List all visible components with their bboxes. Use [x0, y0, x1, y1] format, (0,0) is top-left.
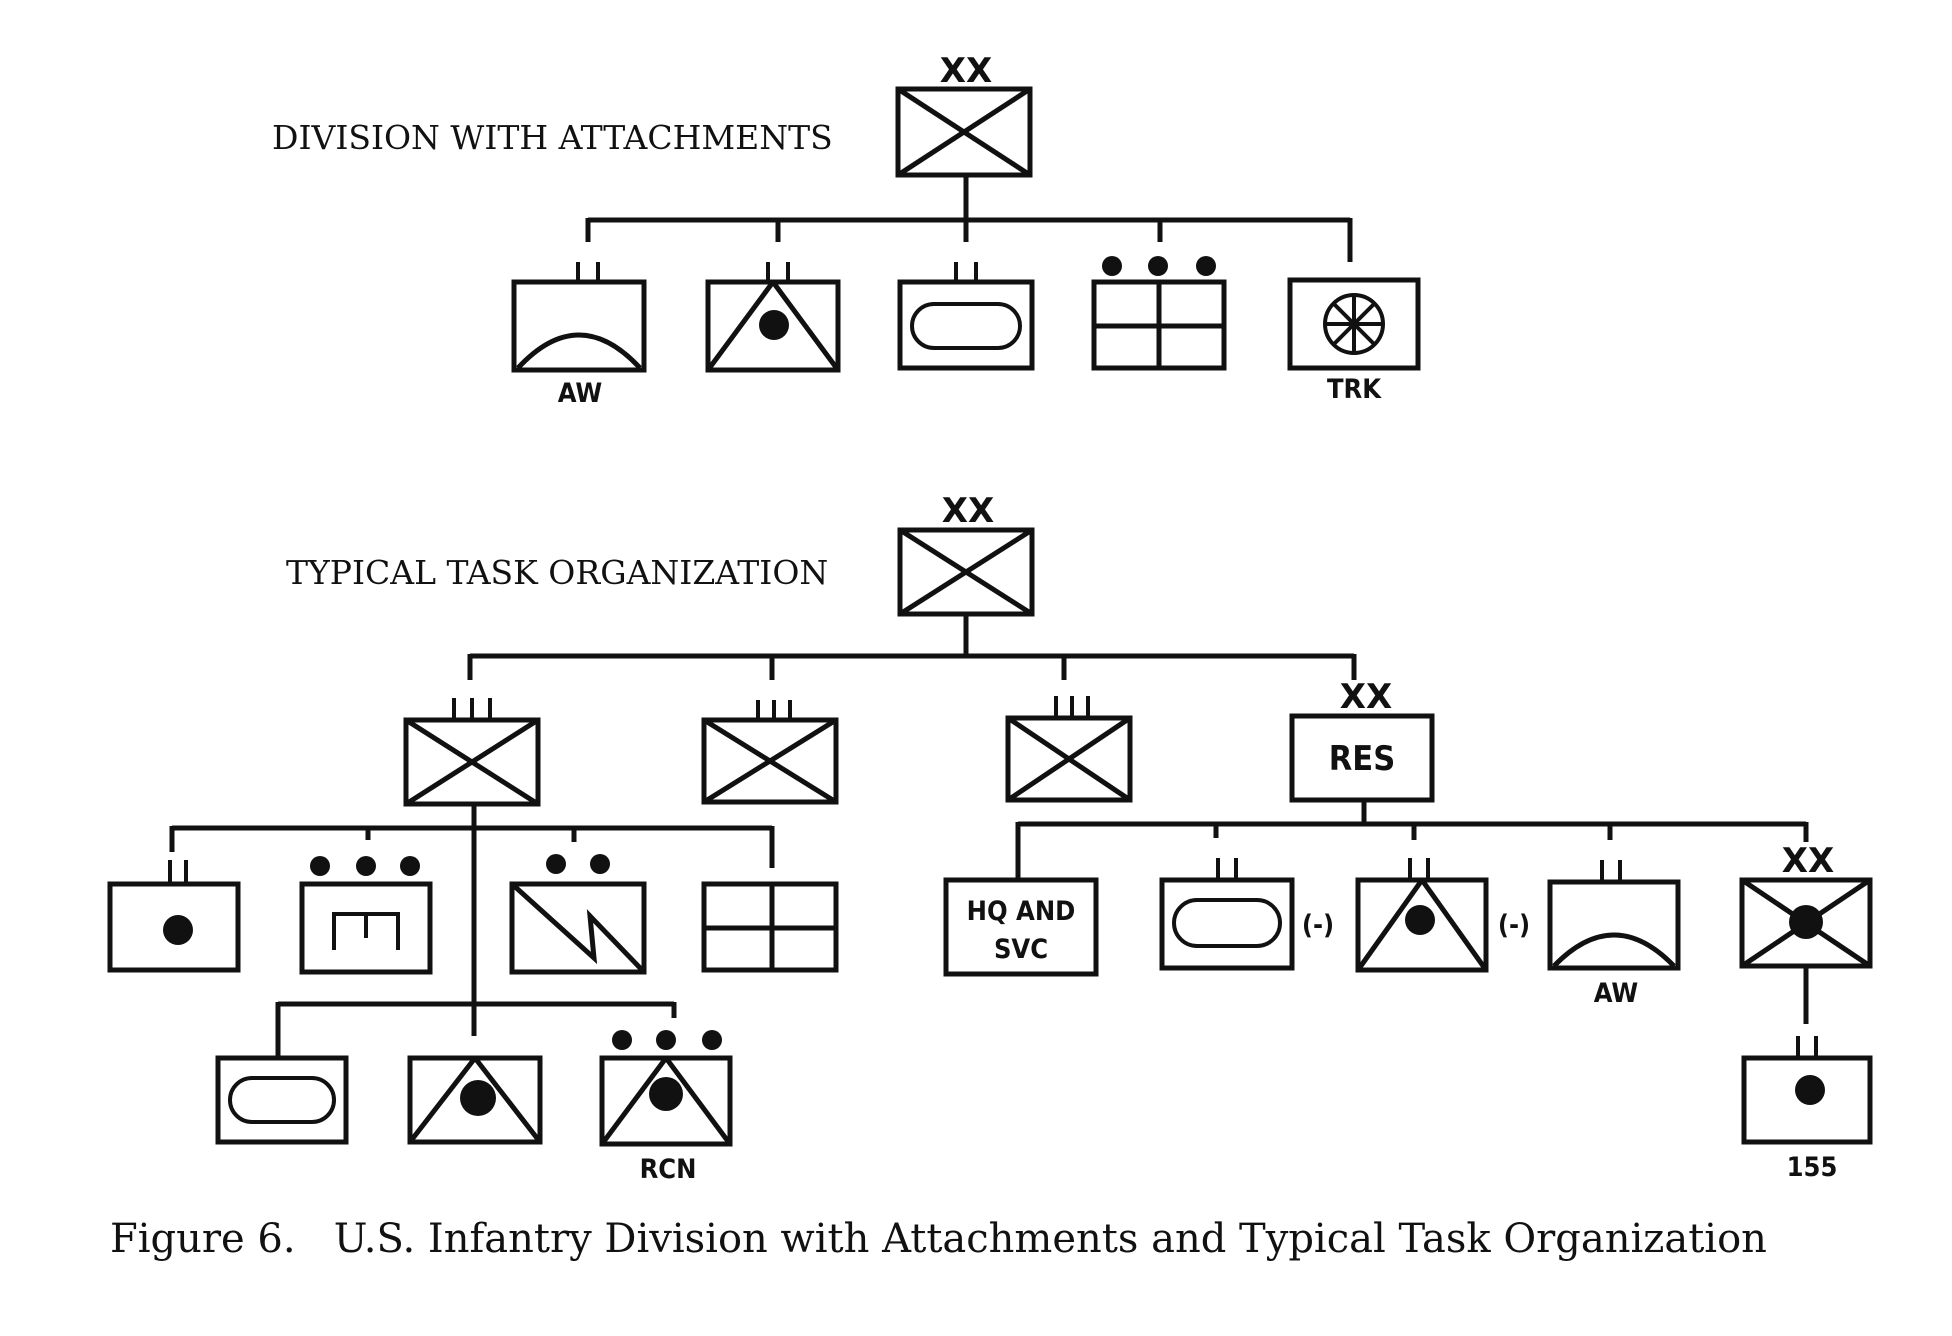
reduced-strength-label: (-)	[1498, 910, 1530, 941]
top-division-symbol: XX	[895, 51, 1033, 178]
aw-label: AW	[558, 378, 603, 409]
reserve-tank-battalion-symbol: (-)	[1159, 858, 1334, 971]
armored-infantry-company-symbol	[407, 1055, 543, 1145]
regiment-1-lower-attachments: RCN	[215, 1001, 733, 1185]
bottom-chart: TYPICAL TASK ORGANIZATION XX	[107, 491, 1873, 1185]
top-chart-title: DIVISION WITH ATTACHMENTS	[272, 118, 833, 157]
signal-unit-symbol	[509, 854, 647, 975]
aw-label: AW	[1594, 978, 1639, 1009]
hq-and-service-symbol: HQ AND SVC	[943, 877, 1099, 977]
top-chart: DIVISION WITH ATTACHMENTS XX AW	[272, 51, 1421, 409]
regiment-1-symbol	[403, 698, 541, 807]
tank-battalion-symbol	[897, 262, 1035, 371]
echelon-marker: XX	[940, 51, 992, 91]
rcn-label: RCN	[640, 1154, 697, 1185]
155-label: 155	[1787, 1152, 1838, 1183]
bottom-chart-title: TYPICAL TASK ORGANIZATION	[286, 553, 828, 592]
155-artillery-battalion-symbol: 155	[1741, 1036, 1873, 1183]
echelon-marker: XX	[1782, 841, 1834, 881]
trk-label: TRK	[1327, 374, 1382, 405]
hq-label-line2: SVC	[994, 934, 1048, 965]
res-label: RES	[1329, 739, 1396, 779]
tank-company-symbol	[215, 1055, 349, 1145]
truck-unit-symbol: TRK	[1287, 277, 1421, 405]
reduced-strength-label: (-)	[1302, 910, 1334, 941]
bottom-division-symbol: XX	[897, 491, 1035, 617]
engineer-combat-unit-symbol	[299, 856, 433, 975]
engineer-group-symbol	[1091, 256, 1227, 371]
regiment-2-symbol	[701, 700, 839, 805]
regiment-1-attachments	[107, 804, 839, 1004]
hq-label-line1: HQ AND	[967, 896, 1076, 927]
reserve-attachments: HQ AND SVC (-) (-)	[943, 800, 1873, 1183]
armored-infantry-battalion-symbol	[705, 262, 841, 373]
regiment-3-symbol	[1005, 696, 1133, 803]
figure-caption: Figure 6. U.S. Infantry Division with At…	[110, 1216, 1767, 1262]
top-connectors	[585, 175, 1353, 262]
aw-battalion-symbol: AW	[511, 262, 647, 409]
reserve-aw-battalion-symbol: AW	[1547, 860, 1681, 1009]
artillery-battalion-symbol	[107, 860, 241, 973]
bottom-level1-connectors	[467, 614, 1357, 680]
reconnaissance-unit-symbol: RCN	[599, 1030, 733, 1185]
reserve-armored-infantry-symbol: (-)	[1355, 858, 1530, 973]
engineer-unit-symbol	[701, 881, 839, 973]
reserve-symbol: XX RES	[1289, 677, 1435, 803]
echelon-marker: XX	[1340, 677, 1392, 717]
division-artillery-symbol: XX	[1739, 841, 1873, 1024]
echelon-marker: XX	[942, 491, 994, 531]
